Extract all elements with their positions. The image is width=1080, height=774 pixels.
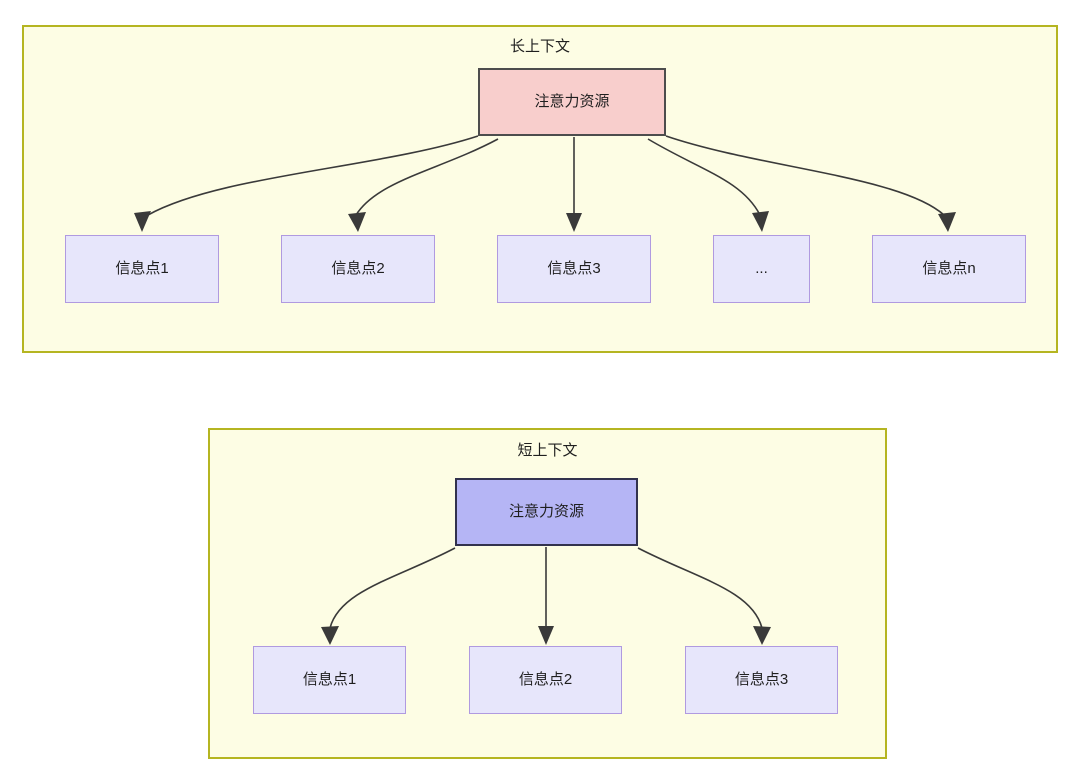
node-info-point-long-1[interactable]: 信息点1	[65, 235, 219, 303]
node-info-point-short-2[interactable]: 信息点2	[469, 646, 622, 714]
node-info-point-long-2[interactable]: 信息点2	[281, 235, 435, 303]
node-attention-resource-long[interactable]: 注意力资源	[478, 68, 666, 136]
node-info-point-long-3[interactable]: 信息点3	[497, 235, 651, 303]
panel-long-context-title: 长上下文	[509, 38, 570, 55]
node-info-point-short-1[interactable]: 信息点1	[253, 646, 406, 714]
node-info-point-long-ellipsis[interactable]: ...	[713, 235, 810, 303]
panel-short-context-title: 短上下文	[517, 442, 578, 459]
node-info-point-short-3[interactable]: 信息点3	[685, 646, 838, 714]
node-info-point-long-n[interactable]: 信息点n	[872, 235, 1026, 303]
node-attention-resource-short[interactable]: 注意力资源	[455, 478, 638, 546]
